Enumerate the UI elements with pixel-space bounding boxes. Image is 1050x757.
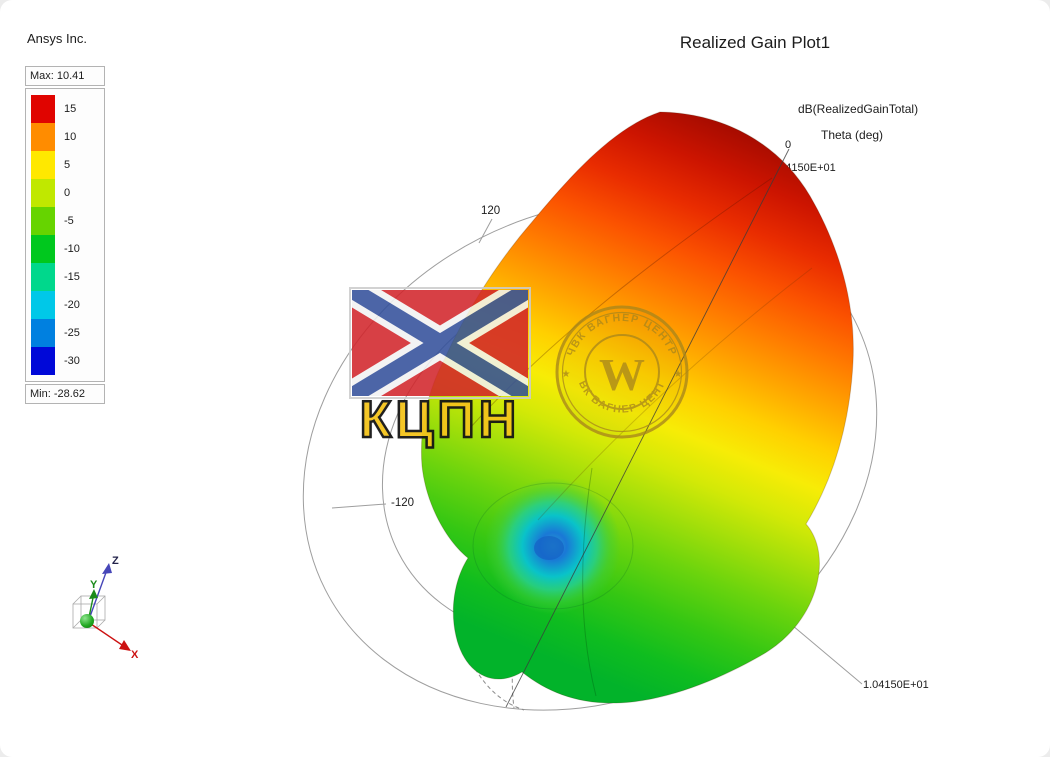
legend-band-swatch — [31, 207, 55, 235]
legend-band-swatch — [31, 179, 55, 207]
radial-ring-7p5-label: 7.50000E+00 — [740, 585, 806, 597]
legend-band-row: 10 — [31, 123, 99, 151]
vendor-label: Ansys Inc. — [27, 31, 87, 46]
legend-band-row: -15 — [31, 263, 99, 291]
legend-band-swatch — [31, 235, 55, 263]
legend-band-row: -30 — [31, 347, 99, 375]
legend-band-value: -20 — [64, 299, 80, 311]
theta-120-label: 120 — [481, 205, 501, 217]
quantity-label: dB(RealizedGainTotal) — [798, 102, 919, 116]
colorbar-legend: Max: 10.41 15 10 5 0 -5 -10 — [25, 66, 105, 406]
legend-band-swatch — [31, 347, 55, 375]
radial-outer-label-bottom: 1.04150E+01 — [863, 679, 929, 691]
legend-band-swatch — [31, 291, 55, 319]
legend-band-value: -25 — [64, 327, 80, 339]
legend-band-swatch — [31, 123, 55, 151]
legend-band-row: 15 — [31, 95, 99, 123]
legend-band-row: 0 — [31, 179, 99, 207]
legend-band-value: 5 — [64, 159, 71, 171]
legend-band-value: 15 — [64, 103, 77, 115]
legend-band-swatch — [31, 319, 55, 347]
legend-band-swatch — [31, 263, 55, 291]
legend-band-row: -10 — [31, 235, 99, 263]
legend-band-value: -30 — [64, 355, 80, 367]
legend-band-value: -5 — [64, 215, 74, 227]
theta-zero-label: 0 — [785, 139, 792, 151]
page-title: Realized Gain Plot1 — [679, 33, 831, 52]
legend-band-value: 10 — [64, 131, 77, 143]
legend-band-swatch — [31, 95, 55, 123]
legend-band-row: 5 — [31, 151, 99, 179]
legend-max-label: Max: 10.41 — [25, 66, 105, 86]
legend-band-value: -10 — [64, 243, 80, 255]
legend-band-value: -15 — [64, 271, 80, 283]
theta-neg120-label: -120 — [391, 497, 415, 509]
legend-band-value: 0 — [64, 187, 71, 199]
legend-band-row: -25 — [31, 319, 99, 347]
radial-outer-label-top: 1.04150E+01 — [770, 162, 836, 174]
flag-caption-text: КЦПН — [358, 391, 521, 449]
legend-scale: 15 10 5 0 -5 -10 -15 — [25, 88, 105, 382]
legend-min-label: Min: -28.62 — [25, 384, 105, 404]
theta-axis-label: Theta (deg) — [821, 128, 884, 142]
legend-band-row: -5 — [31, 207, 99, 235]
legend-band-row: -20 — [31, 291, 99, 319]
legend-band-swatch — [31, 151, 55, 179]
